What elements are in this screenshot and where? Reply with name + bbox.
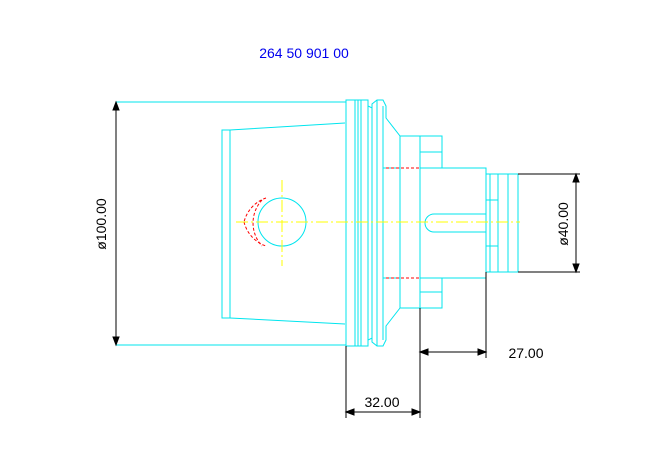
grooved-collar [360,99,401,347]
adapter-block [419,167,487,279]
dimension-shank-length: 27.00 [508,345,543,361]
dimension-flange-length: 32.00 [364,394,399,410]
main-body [115,101,347,346]
flange-plate-1 [345,99,362,347]
part-number-label: 264 50 901 00 [259,45,349,61]
dimension-shank-diameter: ø40.00 [555,202,571,246]
shank [485,173,519,273]
drive-key-bottom [419,277,443,309]
tapered-bore [221,122,346,325]
dimension-body-diameter: ø100.00 [93,198,109,250]
key-slot [424,213,487,233]
dimension-lines [112,100,580,418]
part-outline [115,99,519,347]
center-lines [236,180,520,266]
hidden-lines [243,167,420,279]
